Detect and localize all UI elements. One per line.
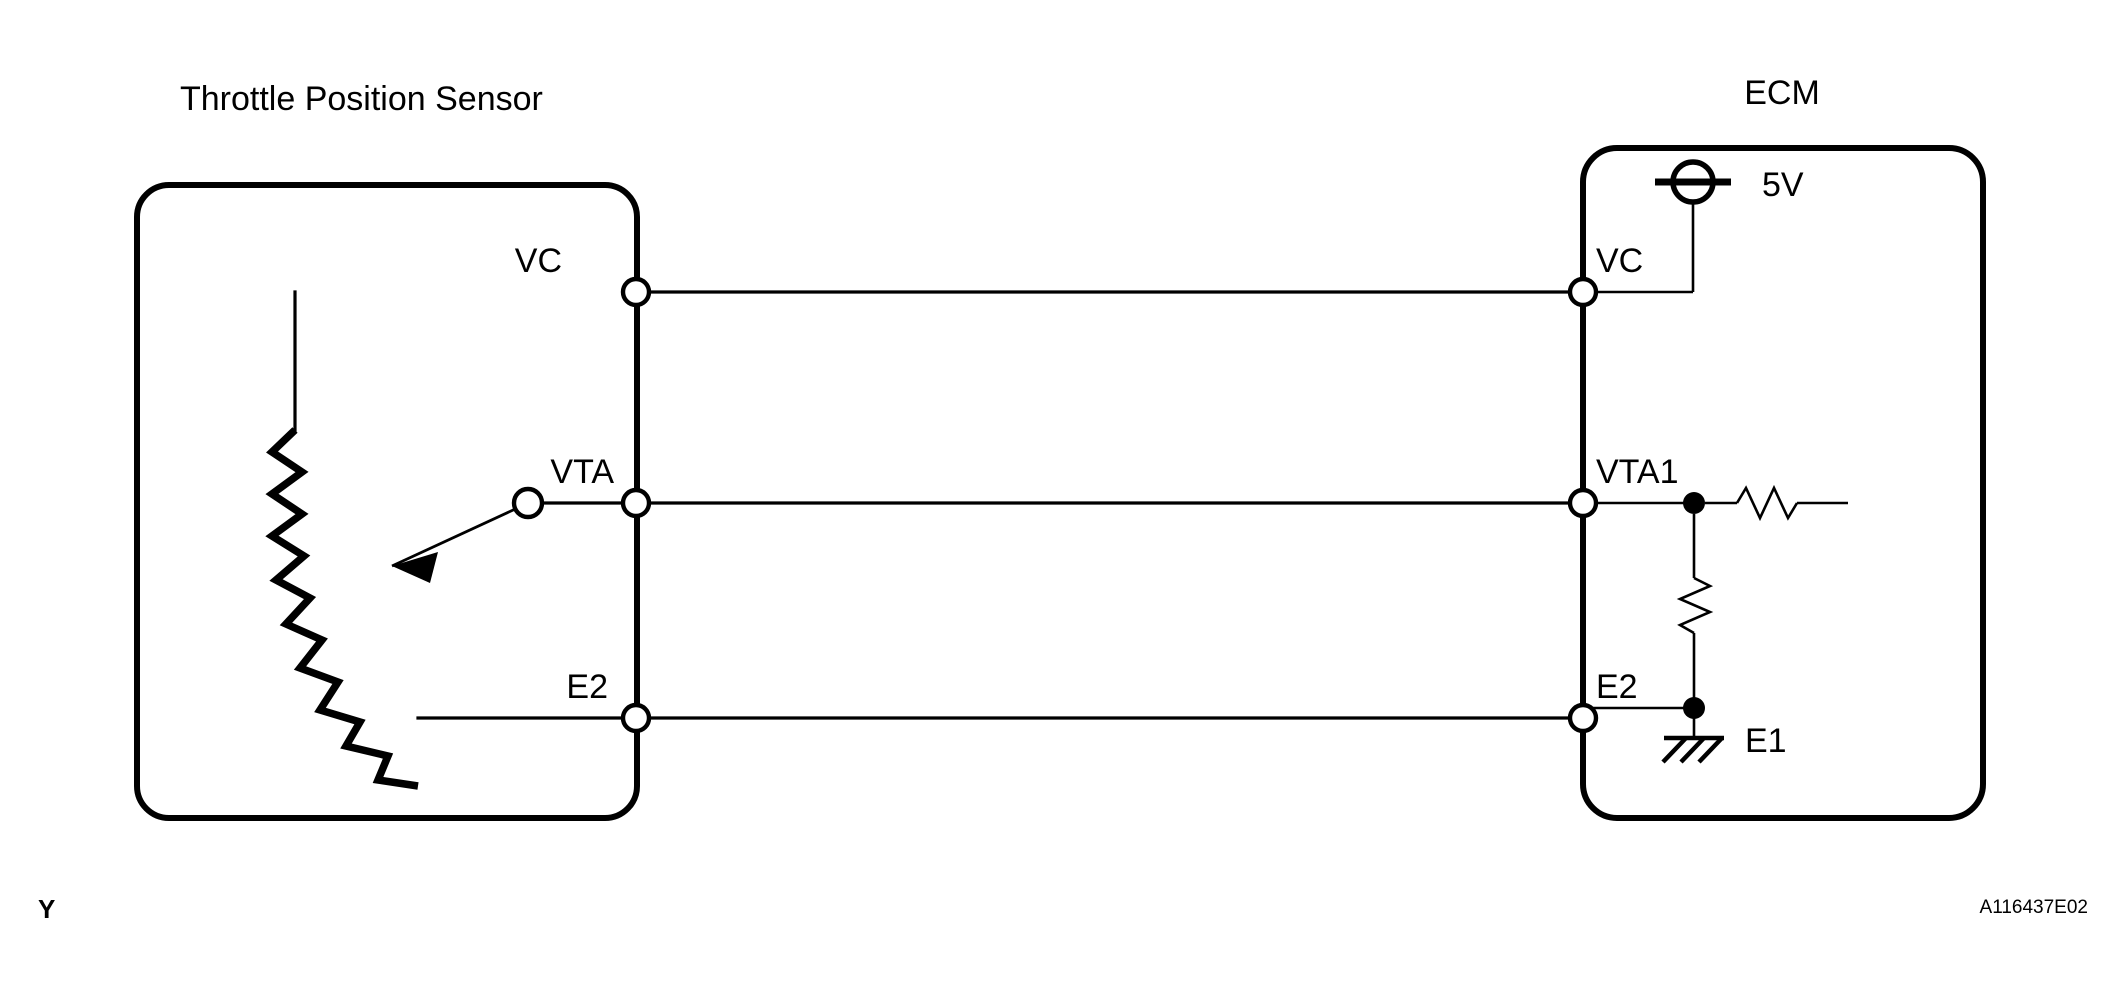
wiper-arm: [391, 503, 525, 568]
ecm-pin-e2: [1567, 702, 1599, 734]
ground-label-e1: E1: [1745, 722, 1787, 760]
ecm-pin-label-vc: VC: [1596, 242, 1643, 280]
sensor-pin-e2: [620, 702, 652, 734]
throttle-position-sensor-title: Throttle Position Sensor: [180, 80, 543, 118]
ecm-pin-label-e2: E2: [1596, 668, 1638, 706]
ecm-title: ECM: [1744, 74, 1820, 112]
sensor-pin-label-vta: VTA: [550, 453, 614, 491]
sensor-pin-vta: [620, 487, 652, 519]
ecm-enclosure: [1580, 145, 1986, 821]
figure-code: A116437E02: [1980, 897, 2088, 918]
throttle-position-sensor-group: Throttle Position Sensor VC VTA E2: [134, 80, 652, 821]
ground-hatch-1: [1661, 736, 1688, 764]
sensor-wiper-node: [511, 486, 545, 520]
five-volt-source-symbol: [1655, 159, 1731, 205]
harness-wires: [647, 290, 1572, 720]
wiper-arrowhead: [392, 552, 438, 583]
ecm-series-resistor: [1735, 484, 1799, 522]
ecm-pin-vta1: [1567, 487, 1599, 519]
ground-hatch-3: [1697, 736, 1724, 764]
ground-hatch-2: [1679, 736, 1706, 764]
corner-marker-y: Y: [38, 894, 55, 924]
supply-label-5v: 5V: [1762, 166, 1804, 204]
ecm-pin-vc: [1567, 276, 1599, 308]
sensor-pin-label-e2: E2: [566, 668, 608, 706]
ecm-pin-label-vta1: VTA1: [1596, 453, 1679, 491]
ecm-group: ECM 5V: [1567, 74, 1986, 821]
chassis-ground-icon: [1661, 708, 1724, 764]
sensor-pin-vc: [620, 276, 652, 308]
sensor-pin-label-vc: VC: [515, 242, 562, 280]
potentiometer-track: [265, 427, 419, 790]
ecm-vta1-junction-dot: [1683, 492, 1705, 514]
ecm-pulldown-resistor: [1676, 576, 1714, 635]
